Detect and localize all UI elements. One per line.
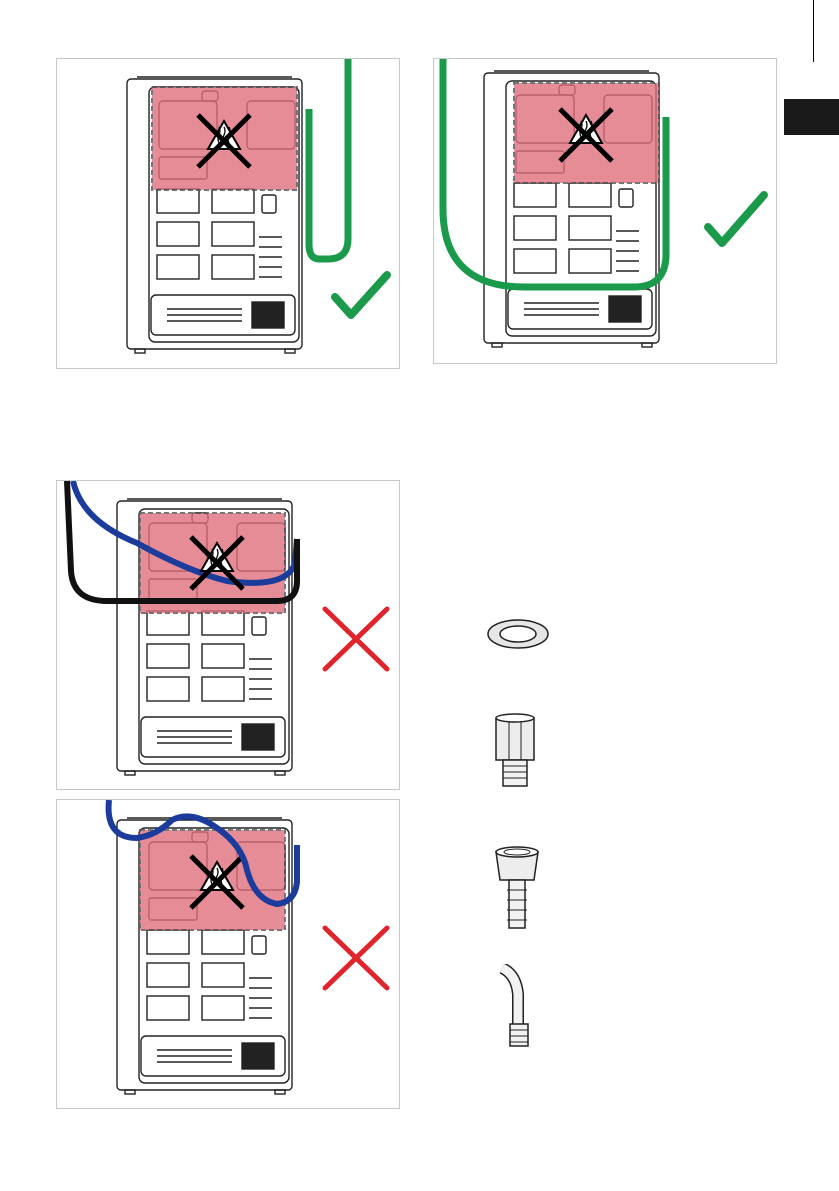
appliance-rear-diagram xyxy=(434,59,777,364)
water-hose xyxy=(309,59,348,259)
cross-mark-icon xyxy=(325,928,387,988)
cross-mark-icon xyxy=(325,609,387,669)
crop-mark-vertical xyxy=(813,0,814,62)
panel-correct-under xyxy=(433,58,777,364)
panel-wrong-wavy xyxy=(56,799,400,1109)
appliance-rear-diagram xyxy=(57,800,400,1109)
check-mark-icon xyxy=(335,275,387,315)
elbow-pipe-icon xyxy=(494,964,544,1050)
appliance-rear-diagram xyxy=(57,481,400,790)
panel-correct-right xyxy=(56,58,400,369)
check-mark-icon xyxy=(708,195,764,243)
language-index-tab xyxy=(784,99,839,135)
panel-wrong-across xyxy=(56,480,400,790)
threaded-adapter-icon xyxy=(490,712,540,792)
appliance-rear-diagram xyxy=(57,59,400,369)
flat-washer-icon xyxy=(484,612,554,652)
hose-tail-fitting-icon xyxy=(492,842,542,932)
